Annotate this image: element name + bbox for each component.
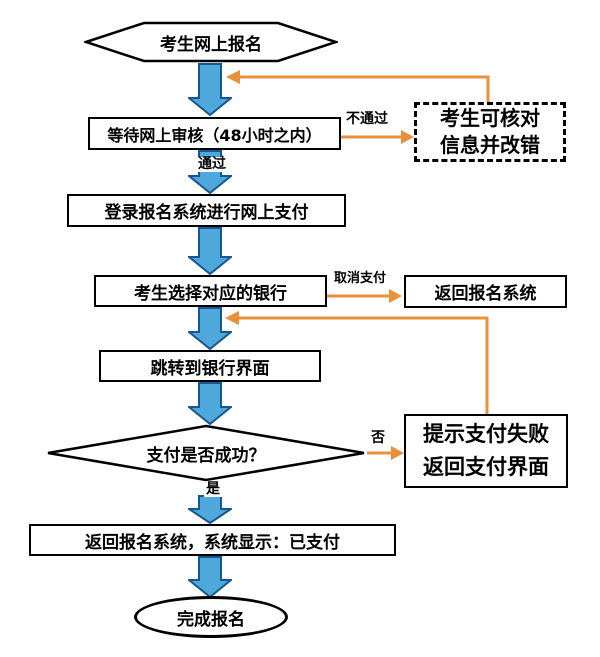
edge-label-cancel-pay: 取消支付 (334, 271, 387, 286)
edge-label-yes: 是 (204, 481, 222, 498)
node-pay-check-diamond: 支付是否成功？ (45, 424, 367, 482)
edge-label-not-pass: 不通过 (346, 111, 388, 127)
node-pay-fail: 提示支付失败 返回支付界面 (404, 414, 568, 488)
node-paid-label: 返回报名系统，系统显示：已支付 (85, 532, 340, 553)
edge-label-no: 否 (371, 430, 385, 446)
flow-down-arrow-icon (188, 227, 232, 275)
node-correct-line2: 信息并改错 (440, 133, 540, 157)
node-return-system: 返回报名系统 (404, 275, 567, 308)
node-start-label: 考生网上报名 (160, 34, 262, 55)
node-pay-check-label: 支付是否成功？ (146, 445, 266, 466)
node-review: 等待网上审核（48小时之内） (88, 117, 341, 150)
flow-down-arrow-icon (188, 382, 232, 425)
node-review-label: 等待网上审核（48小时之内） (107, 125, 322, 145)
node-correct-info: 考生可核对 信息并改错 (414, 102, 566, 162)
connector-no-icon (367, 446, 404, 460)
hexagon-shape-icon (84, 21, 338, 63)
node-return-system-label: 返回报名系统 (434, 284, 537, 304)
connector-not-pass-icon (341, 130, 414, 144)
node-login-pay: 登录报名系统进行网上支付 (67, 194, 346, 227)
node-bank-page: 跳转到银行界面 (99, 350, 321, 382)
connector-fail-feedback-icon (225, 311, 489, 414)
node-select-bank: 考生选择对应的银行 (94, 275, 327, 307)
node-pay-fail-line1: 提示支付失败 (423, 422, 549, 447)
node-correct-line1: 考生可核对 (440, 106, 540, 130)
node-select-bank-label: 考生选择对应的银行 (134, 283, 287, 304)
diamond-shape-icon (47, 424, 365, 482)
node-pay-fail-line2: 返回支付界面 (423, 455, 549, 479)
node-paid: 返回报名系统，系统显示：已支付 (29, 524, 396, 556)
edge-label-pass: 通过 (196, 156, 228, 173)
flow-down-arrow-icon (188, 63, 232, 116)
connector-cancel-pay-icon (327, 289, 402, 303)
node-bank-page-label: 跳转到银行界面 (150, 358, 270, 379)
flow-down-arrow-icon (188, 495, 232, 524)
flow-down-arrow-icon (188, 307, 232, 350)
flow-down-arrow-icon (188, 556, 232, 598)
connector-correct-feedback-icon (226, 70, 490, 102)
node-done-label: 完成报名 (177, 609, 245, 630)
node-login-pay-label: 登录报名系统进行网上支付 (104, 203, 309, 223)
node-start-hexagon: 考生网上报名 (84, 20, 338, 64)
node-done-ellipse: 完成报名 (134, 596, 288, 638)
